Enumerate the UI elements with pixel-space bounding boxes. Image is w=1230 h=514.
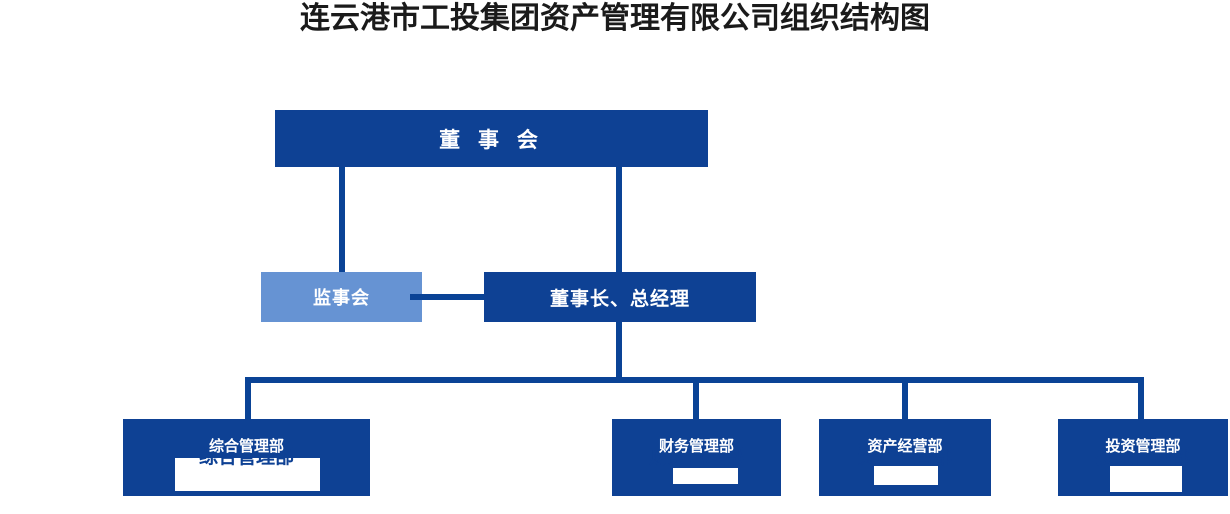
- connector-board-to-supervisors: [339, 167, 345, 273]
- node-department-asset-operations[interactable]: 资产经营部 资产经营部: [819, 419, 991, 496]
- node-department-general-affairs[interactable]: 综合管理部 综合管理部: [123, 419, 370, 496]
- connector-drop-dept-3: [902, 377, 908, 419]
- node-department-investment-ghost-label: 投资管理部: [1095, 447, 1191, 468]
- node-board-of-directors[interactable]: 董 事 会: [275, 110, 708, 167]
- connector-drop-dept-1: [245, 377, 251, 419]
- node-chairman-general-manager-label: 董事长、总经理: [549, 288, 690, 310]
- node-department-general-affairs-label: 综合管理部: [208, 438, 284, 455]
- node-department-general-affairs-ghost-label: 综合管理部: [198, 447, 294, 468]
- redaction-plate-dept-2: [673, 468, 738, 484]
- node-department-finance-ghost-label: 财务管理部: [648, 447, 744, 468]
- node-department-investment-label: 投资管理部: [1105, 438, 1181, 455]
- redaction-plate-dept-3: [874, 466, 938, 485]
- page-title: 连云港市工投集团资产管理有限公司组织结构图: [300, 2, 930, 35]
- node-board-of-directors-label: 董 事 会: [439, 128, 544, 152]
- node-department-investment[interactable]: 投资管理部 投资管理部: [1058, 419, 1228, 496]
- node-department-finance-label: 财务管理部: [658, 438, 734, 455]
- node-board-of-supervisors-label: 监事会: [313, 288, 370, 308]
- node-department-asset-operations-ghost-label: 资产经营部: [857, 447, 953, 468]
- connector-supervisors-to-chairman: [410, 294, 488, 300]
- connector-chairman-stem: [616, 322, 622, 380]
- node-department-finance[interactable]: 财务管理部 财务管理部: [612, 419, 781, 496]
- connector-drop-dept-2: [693, 377, 699, 419]
- redaction-plate-dept-4: [1110, 466, 1182, 492]
- connector-board-to-chairman: [616, 167, 622, 273]
- node-board-of-supervisors[interactable]: 监事会: [261, 272, 422, 322]
- connector-drop-dept-4: [1138, 377, 1144, 419]
- node-department-asset-operations-label: 资产经营部: [867, 438, 943, 455]
- node-chairman-general-manager[interactable]: 董事长、总经理: [484, 272, 756, 322]
- redaction-plate-dept-1: [175, 458, 320, 491]
